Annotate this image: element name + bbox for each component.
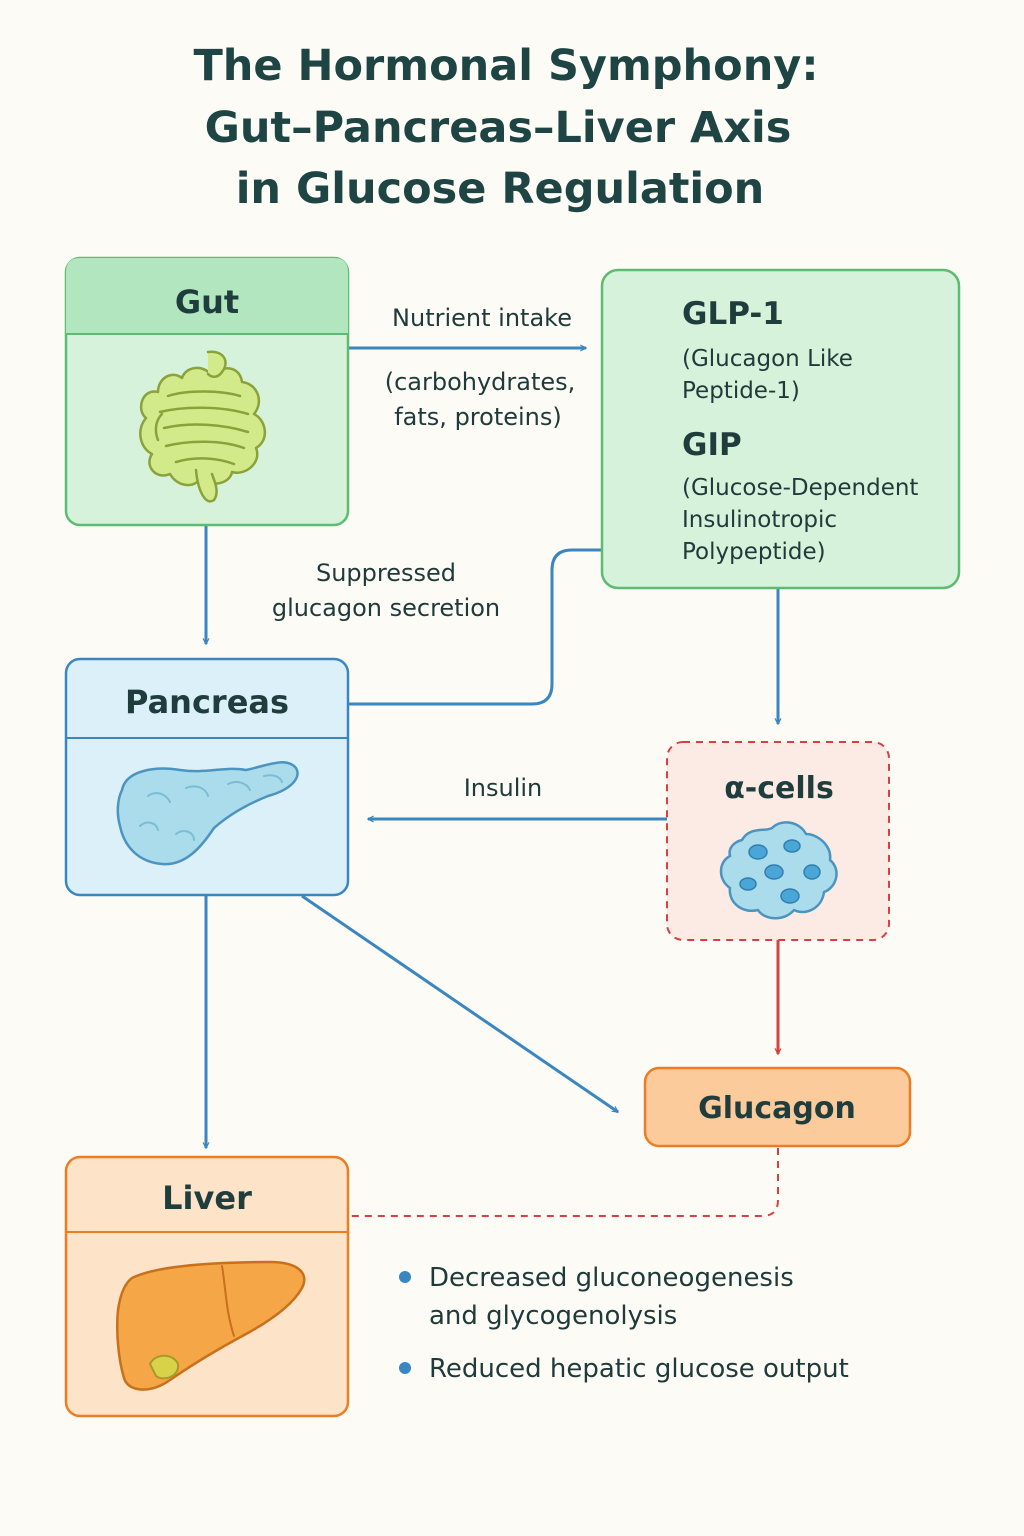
list-item: Decreased gluconeogenesis and glycogenol… [399, 1263, 794, 1331]
glucagon-box-frame [643, 1066, 912, 1148]
list-item: Reduced hepatic glucose output [399, 1354, 849, 1384]
gip-desc-line-1: (Glucose-Dependent [682, 475, 918, 501]
title-line-3: in Glucose Regulation [236, 164, 765, 214]
title-line-1: The Hormonal Symphony: [193, 41, 818, 91]
gip-name: GIP [682, 427, 742, 463]
incretin-box-frame [600, 268, 961, 590]
bullet-icon [399, 1362, 411, 1374]
nutrient-intake-line-3: fats, proteins) [394, 403, 562, 431]
bullet-icon [399, 1271, 411, 1283]
pancreas-box: Pancreas [64, 657, 350, 897]
gut-box-header [66, 258, 348, 334]
glucagon-to-liver-dashed-connector [348, 1148, 779, 1217]
liver-title: Liver [162, 1179, 252, 1217]
glucagon-title: Glucagon [698, 1091, 856, 1126]
effects-list: Decreased gluconeogenesis and glycogenol… [399, 1263, 849, 1384]
gip-desc-line-3: Polypeptide) [682, 539, 826, 565]
pancreas-to-glucagon-arrow [301, 894, 619, 1114]
pancreas-title: Pancreas [125, 683, 289, 721]
suppressed-glucagon-label: Suppressed glucagon secretion [272, 559, 500, 622]
incretin-box: GLP-1 (Glucagon Like Peptide-1) GIP (Glu… [600, 268, 961, 590]
alpha-cells-title: α-cells [724, 771, 834, 806]
gip-desc-line-2: Insulinotropic [682, 507, 837, 533]
suppressed-line-1: Suppressed [316, 559, 456, 587]
intestine-icon [139, 350, 266, 503]
nutrient-intake-label: Nutrient intake (carbohydrates, fats, pr… [385, 304, 576, 431]
effect-1-line-1: Decreased gluconeogenesis [429, 1263, 794, 1293]
glp1-name: GLP-1 [682, 296, 784, 332]
title-line-2: Gut–Pancreas–Liver Axis [205, 103, 792, 153]
glucagon-box: Glucagon [643, 1066, 912, 1148]
gut-title: Gut [175, 283, 239, 321]
effect-1-line-2: and glycogenolysis [429, 1301, 677, 1331]
liver-box: Liver [64, 1155, 350, 1418]
glp1-desc-line-1: (Glucagon Like [682, 346, 853, 372]
nutrient-intake-line-2: (carbohydrates, [385, 368, 576, 396]
effect-2-line-1: Reduced hepatic glucose output [429, 1354, 849, 1384]
liver-icon [116, 1260, 306, 1391]
diagram-title: The Hormonal Symphony: Gut–Pancreas–Live… [193, 41, 818, 214]
nutrient-intake-line-1: Nutrient intake [392, 304, 572, 332]
gut-box: Gut [64, 256, 350, 527]
insulin-label: Insulin [464, 774, 543, 802]
alpha-cell-cluster-icon [719, 821, 838, 920]
incretin-to-pancreas-connector [348, 548, 602, 706]
suppressed-line-2: glucagon secretion [272, 594, 500, 622]
alpha-cells-box: α-cells [666, 741, 890, 941]
connectors [202, 344, 782, 1217]
pancreas-icon [116, 761, 299, 866]
glp1-desc-line-2: Peptide-1) [682, 378, 800, 404]
